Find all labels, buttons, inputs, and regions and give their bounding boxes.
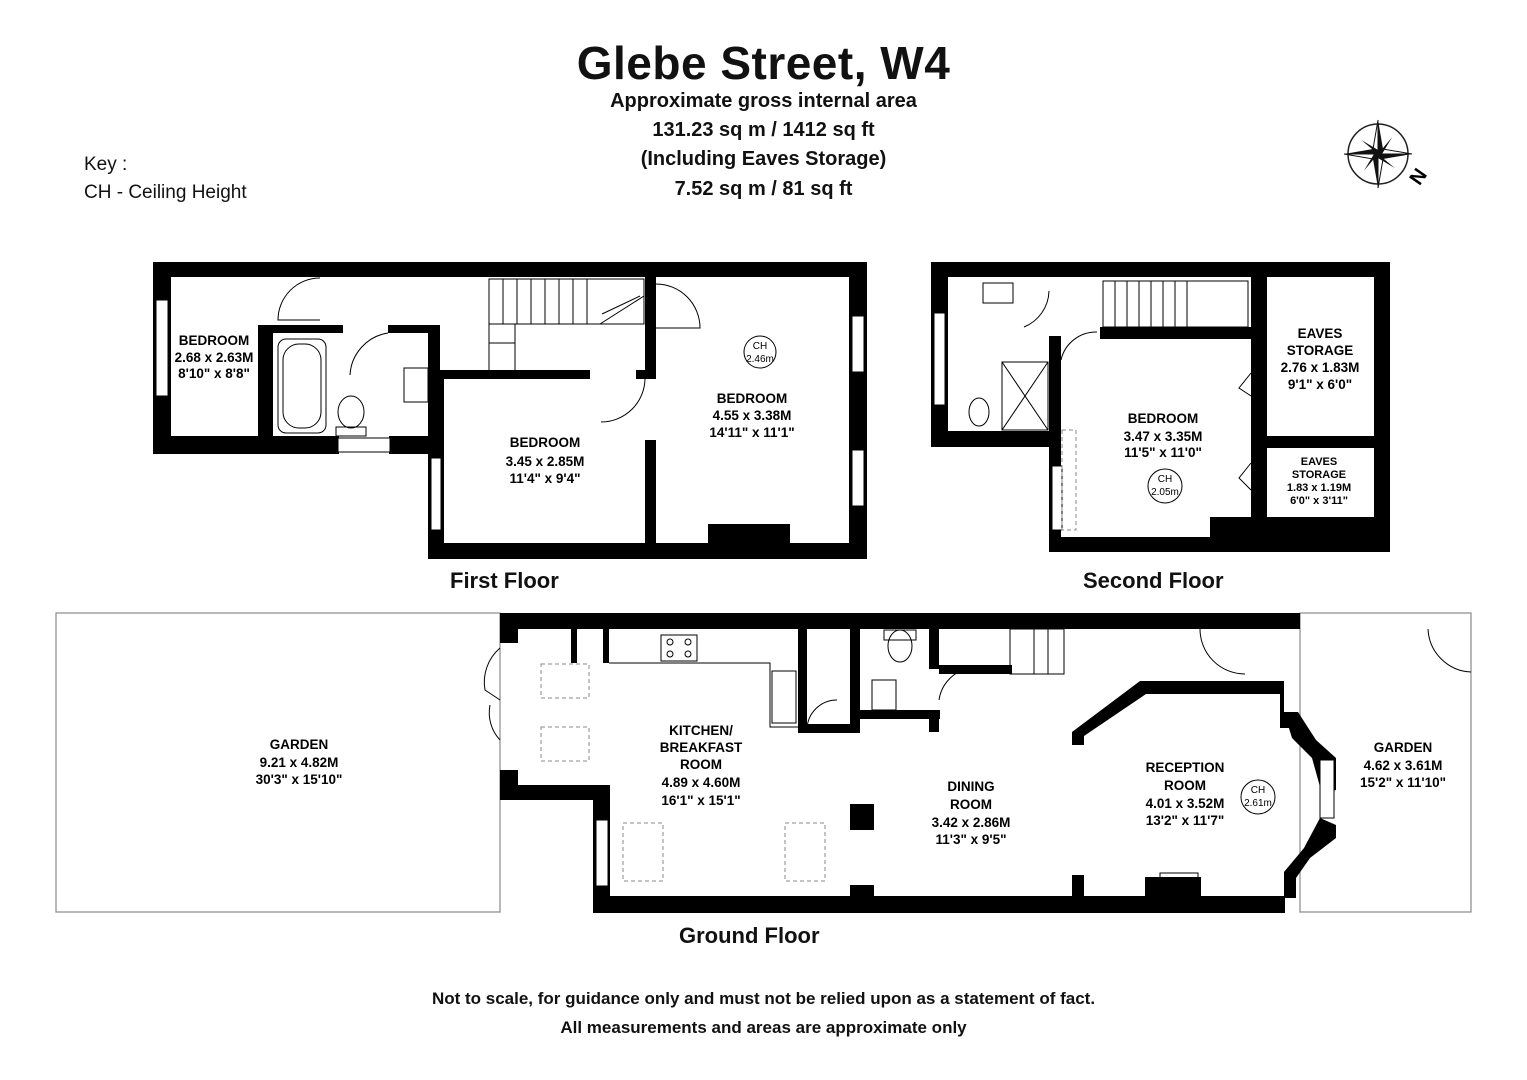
second-floor-plan [931,262,1390,552]
rear-garden-name: GARDEN [270,737,329,752]
front-garden-metric: 4.62 x 3.61M [1364,758,1443,773]
reception-ch-label: CH [1251,785,1265,796]
ground-floor-plan [55,612,1472,913]
eaves2-name2: STORAGE [1292,469,1346,481]
reception-metric: 4.01 x 3.52M [1146,796,1225,811]
ff-bedroom-large-metric: 4.55 x 3.38M [713,408,792,423]
dining-name1: DINING [947,779,994,794]
ch-marker [743,335,777,369]
ff-bedroom-small-imperial: 8'10" x 8'8" [178,366,250,381]
eaves1-name1: EAVES [1298,326,1343,341]
reception-name1: RECEPTION [1146,760,1225,775]
kitchen-name1: KITCHEN/ [669,723,733,738]
reception-imperial: 13'2" x 11'7" [1146,813,1225,828]
kitchen-name2: BREAKFAST [660,740,743,755]
eaves1-name2: STORAGE [1287,343,1354,358]
reception-name2: ROOM [1164,778,1206,793]
ch-marker [1240,779,1276,815]
eaves-area: 7.52 sq m / 81 sq ft [674,178,853,200]
ff-bedroom-small-name: BEDROOM [179,333,250,348]
sf-bedroom-imperial: 11'5" x 11'0" [1124,445,1202,460]
page-title: Glebe Street, W4 [576,37,951,89]
disclaimer-line2: All measurements and areas are approxima… [560,1018,967,1037]
rear-garden-imperial: 30'3" x 15'10" [256,772,343,787]
eaves2-name1: EAVES [1301,456,1337,468]
sf-bedroom-ch-label: CH [1158,474,1172,485]
eaves2-metric: 1.83 x 1.19M [1287,482,1351,494]
eaves1-imperial: 9'1" x 6'0" [1288,377,1352,392]
ch-marker [1147,468,1183,504]
dining-imperial: 11'3" x 9'5" [935,832,1006,847]
eaves-caption: (Including Eaves Storage) [640,148,887,170]
ff-bedroom-large-name: BEDROOM [717,391,788,406]
kitchen-metric: 4.89 x 4.60M [662,775,741,790]
dining-metric: 3.42 x 2.86M [932,815,1011,830]
disclaimer-line1: Not to scale, for guidance only and must… [431,989,1096,1008]
ground-floor-label: Ground Floor [679,923,820,948]
front-garden-imperial: 15'2" x 11'10" [1360,775,1446,790]
first-floor-plan [153,262,867,559]
total-area: 131.23 sq m / 1412 sq ft [652,119,875,141]
sf-bedroom-metric: 3.47 x 3.35M [1124,429,1203,444]
kitchen-name3: ROOM [680,757,722,772]
ff-bedroom-mid-imperial: 11'4" x 9'4" [509,471,580,486]
compass-icon: N [1343,119,1432,189]
ff-bedroom-mid-metric: 3.45 x 2.85M [506,454,585,469]
ff-bedroom-mid-name: BEDROOM [510,435,581,450]
ff-bedroom-large-ch-label: CH [753,341,767,352]
kitchen-imperial: 16'1" x 15'1" [661,793,740,808]
eaves2-imperial: 6'0" x 3'11" [1290,495,1348,507]
reception-ch-value: 2.61m [1244,798,1272,809]
front-garden-name: GARDEN [1374,740,1433,755]
second-floor-label: Second Floor [1083,568,1224,593]
key-entry: CH - Ceiling Height [84,182,247,203]
eaves1-metric: 2.76 x 1.83M [1281,360,1360,375]
dining-name2: ROOM [950,797,992,812]
ff-bedroom-large-ch-value: 2.46m [746,354,774,365]
sf-bedroom-ch-value: 2.05m [1151,487,1179,498]
rear-garden-metric: 9.21 x 4.82M [260,755,339,770]
first-floor-label: First Floor [450,568,559,593]
sf-bedroom-name: BEDROOM [1128,411,1199,426]
ff-bedroom-small-metric: 2.68 x 2.63M [175,350,254,365]
key-heading: Key : [84,154,128,175]
area-caption: Approximate gross internal area [610,90,917,112]
ff-bedroom-large-imperial: 14'11" x 11'1" [709,425,794,440]
